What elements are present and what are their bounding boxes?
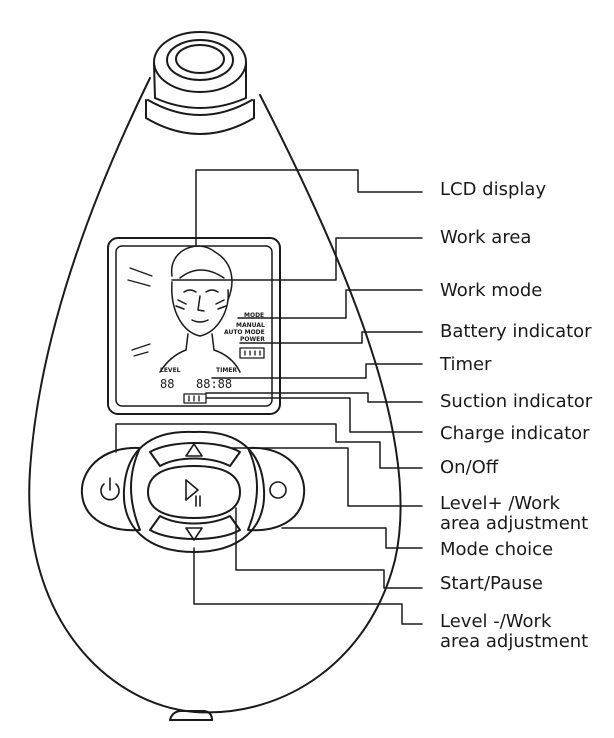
- body-bottom-notch: [169, 710, 213, 721]
- label-work-mode: Work mode: [440, 280, 543, 301]
- label-work-area: Work area: [440, 227, 532, 248]
- device-body: [28, 77, 402, 714]
- label-battery-indicator: Battery indicator: [440, 321, 592, 342]
- face-work-area-icon: [159, 245, 241, 373]
- label-suction-indicator: Suction indicator: [440, 391, 593, 412]
- circle-icon[interactable]: [269, 481, 287, 499]
- label-level-plus-line2: area adjustment: [440, 513, 589, 534]
- power-icon[interactable]: [100, 477, 120, 501]
- play-pause-icon[interactable]: [185, 479, 201, 507]
- lcd-auto-mode-text: AUTO MODE: [224, 329, 265, 336]
- lcd-power-text: POWER: [240, 336, 265, 343]
- triangle-up-icon[interactable]: [185, 443, 203, 457]
- label-mode-choice: Mode choice: [440, 539, 554, 560]
- lcd-level-digits: 88: [160, 377, 174, 391]
- power-button-outline: [80, 446, 141, 532]
- label-on-off: On/Off: [440, 457, 499, 478]
- charge-indicator-icon: [183, 393, 207, 404]
- battery-indicator-icon: [239, 347, 265, 359]
- start-pause-button-outline: [147, 465, 241, 519]
- lcd-level-text: LEVEL: [160, 367, 181, 374]
- leader-lines: [115, 169, 423, 625]
- suction-nozzle: [145, 31, 255, 135]
- label-level-plus-line1: Level+ /Work: [440, 493, 560, 514]
- lcd-mode-text: MODE: [244, 312, 264, 319]
- lcd-screen: [107, 237, 281, 415]
- lcd-manual-text: MANUAL: [236, 322, 265, 329]
- label-level-minus-line1: Level -/Work: [440, 611, 552, 632]
- label-lcd-display: LCD display: [440, 179, 547, 200]
- label-level-minus-line2: area adjustment: [440, 631, 589, 652]
- level-up-segment: [149, 442, 241, 467]
- central-button-ring: [122, 430, 266, 553]
- label-charge-indicator: Charge indicator: [440, 423, 590, 444]
- mode-button-outline: [247, 446, 306, 532]
- lcd-timer-digits: 88:88: [196, 377, 232, 391]
- lcd-timer-text: TIMER: [216, 367, 237, 374]
- level-down-segment: [149, 515, 241, 540]
- label-start-pause: Start/Pause: [440, 573, 543, 594]
- triangle-down-icon[interactable]: [185, 527, 203, 541]
- label-timer: Timer: [440, 354, 492, 375]
